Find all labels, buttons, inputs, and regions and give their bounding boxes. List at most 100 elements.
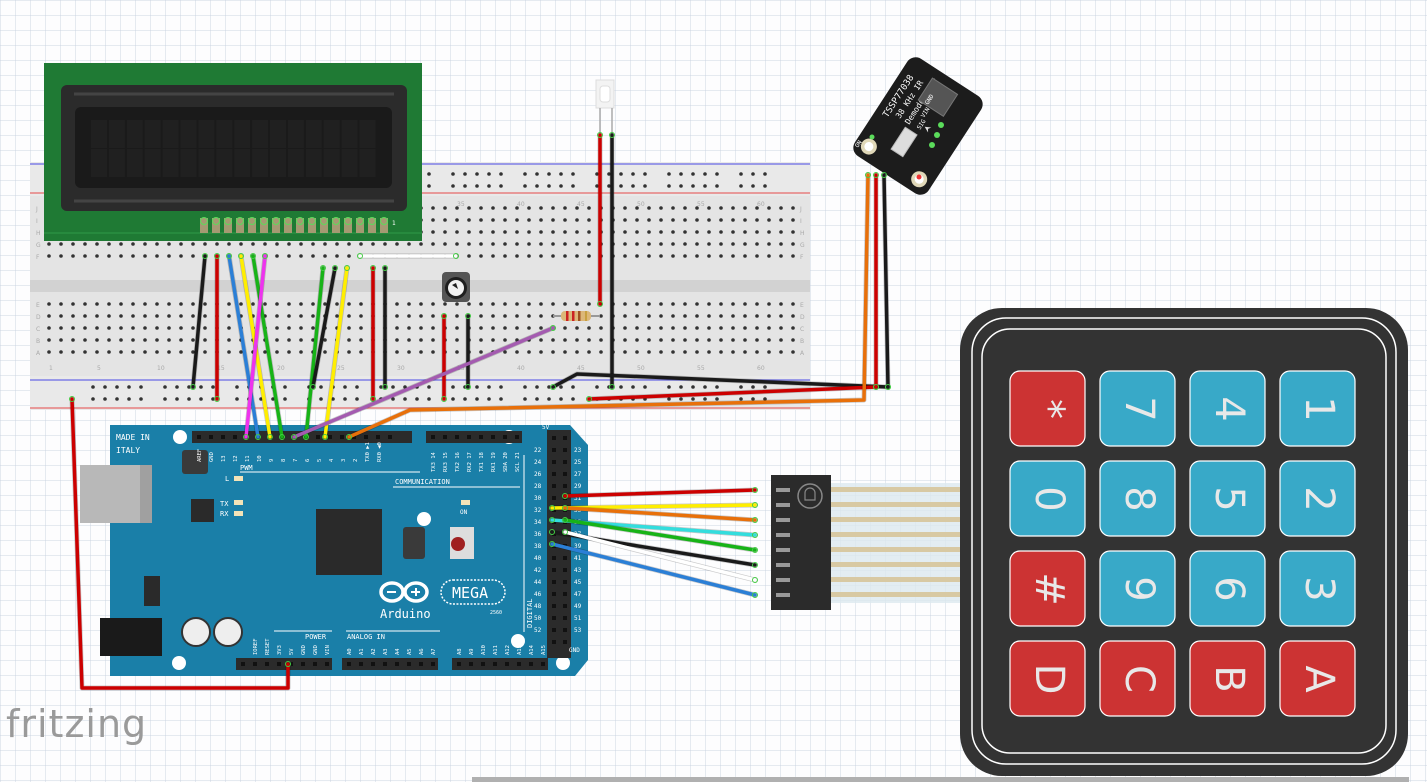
pin-label: VIN bbox=[325, 645, 331, 655]
breadboard-hole bbox=[431, 218, 435, 222]
pin-label: 28 bbox=[534, 483, 542, 490]
keypad-key-#[interactable]: # bbox=[1009, 550, 1086, 627]
breadboard-hole bbox=[743, 350, 747, 354]
wire-yellow-lcd-d7[interactable] bbox=[322, 265, 350, 440]
header-pin bbox=[467, 435, 471, 439]
breadboard-hole bbox=[539, 338, 543, 342]
keypad-key-6[interactable]: 6 bbox=[1189, 550, 1266, 627]
keypad-key-A[interactable]: A bbox=[1279, 640, 1356, 717]
wires[interactable] bbox=[69, 132, 891, 691]
wire-keypad-5[interactable] bbox=[562, 517, 758, 553]
keypad-key-1[interactable]: 1 bbox=[1279, 370, 1356, 447]
keypad-key-5[interactable]: 5 bbox=[1189, 460, 1266, 537]
breadboard-hole bbox=[491, 230, 495, 234]
wire-red-lcd-vcc[interactable] bbox=[214, 253, 220, 402]
breadboard-hole bbox=[563, 230, 567, 234]
keypad-key-7[interactable]: 7 bbox=[1099, 370, 1176, 447]
keypad-key-0[interactable]: 0 bbox=[1009, 460, 1086, 537]
wire-purple-resistor-d9[interactable] bbox=[291, 325, 556, 440]
horizontal-scrollbar[interactable] bbox=[472, 777, 1409, 782]
wire-black-backlight[interactable] bbox=[382, 265, 388, 390]
wire-red-ir-led[interactable] bbox=[597, 132, 603, 307]
wire-red-ir-vin[interactable] bbox=[873, 172, 879, 390]
breadboard-hole bbox=[103, 385, 107, 389]
pin-label: RX1 19 bbox=[491, 452, 497, 472]
column-label: 40 bbox=[517, 201, 525, 208]
breadboard-hole bbox=[311, 254, 315, 258]
pin-label: 26 bbox=[534, 471, 542, 478]
breadboard-hole bbox=[691, 184, 695, 188]
lcd-cell bbox=[216, 120, 233, 148]
wire-white-pot-wiper[interactable] bbox=[357, 253, 459, 259]
breadboard-hole bbox=[751, 172, 755, 176]
wire-black-lcd-gnd[interactable] bbox=[190, 253, 208, 390]
lcd-display[interactable]: 1 bbox=[44, 63, 422, 241]
breadboard-hole bbox=[671, 338, 675, 342]
breadboard-hole bbox=[515, 314, 519, 318]
wire-red-backlight[interactable] bbox=[370, 265, 376, 402]
keypad-key-B[interactable]: B bbox=[1189, 640, 1266, 717]
fritzing-logo: fritzing bbox=[6, 702, 148, 746]
wire-keypad-3[interactable] bbox=[562, 505, 758, 523]
breadboard-hole bbox=[131, 338, 135, 342]
breadboard-hole bbox=[179, 254, 183, 258]
wire-keypad-1[interactable] bbox=[562, 487, 758, 499]
breadboard-hole bbox=[479, 338, 483, 342]
breadboard-hole bbox=[767, 242, 771, 246]
wire-green-lcd-d8[interactable] bbox=[303, 265, 326, 440]
breadboard-hole bbox=[191, 338, 195, 342]
wire-orange-ir-sig[interactable] bbox=[346, 172, 871, 440]
breadboard-hole bbox=[683, 254, 687, 258]
keypad-key-8[interactable]: 8 bbox=[1099, 460, 1176, 537]
keypad-key-*[interactable]: * bbox=[1009, 370, 1086, 447]
wire-red-arduino-5v[interactable] bbox=[69, 396, 291, 691]
wire-keypad-7[interactable] bbox=[562, 529, 758, 583]
breadboard-hole bbox=[311, 326, 315, 330]
wire-keypad-2[interactable] bbox=[549, 502, 758, 511]
keypad-key-3[interactable]: 3 bbox=[1279, 550, 1356, 627]
breadboard-hole bbox=[683, 302, 687, 306]
resistor[interactable] bbox=[553, 311, 600, 321]
breadboard-hole bbox=[635, 338, 639, 342]
breadboard-hole bbox=[755, 218, 759, 222]
breadboard-hole bbox=[679, 397, 683, 401]
wire-red-pot[interactable] bbox=[441, 313, 447, 402]
keypad-key-D[interactable]: D bbox=[1009, 640, 1086, 717]
wire-black-ir-led[interactable] bbox=[609, 132, 615, 390]
ir-sensor-breakout[interactable]: TSSP77038 38 KHz IR Demodulator bbox=[850, 53, 987, 198]
lcd-cell bbox=[91, 120, 107, 148]
breadboard-hole bbox=[455, 350, 459, 354]
breadboard-hole bbox=[719, 302, 723, 306]
wire-keypad-8[interactable] bbox=[549, 541, 758, 598]
breadboard-hole bbox=[239, 242, 243, 246]
breadboard-hole bbox=[647, 230, 651, 234]
potentiometer[interactable] bbox=[442, 272, 470, 302]
wire-green-lcd-d10[interactable] bbox=[250, 253, 285, 440]
lcd-pin bbox=[356, 217, 364, 225]
wire-black-ir-gnd[interactable] bbox=[881, 172, 891, 390]
wire-magenta-lcd-d13[interactable] bbox=[243, 253, 268, 440]
breadboard-hole bbox=[287, 326, 291, 330]
keypad-key-C[interactable]: C bbox=[1099, 640, 1176, 717]
breadboard-hole bbox=[559, 184, 563, 188]
breadboard-hole bbox=[199, 397, 203, 401]
breadboard-hole bbox=[59, 302, 63, 306]
keypad-key-4[interactable]: 4 bbox=[1189, 370, 1266, 447]
breadboard-hole bbox=[731, 242, 735, 246]
breadboard-hole bbox=[635, 206, 639, 210]
pin-label: 30 bbox=[534, 495, 542, 502]
breadboard-hole bbox=[491, 206, 495, 210]
potentiometer-knob[interactable] bbox=[448, 280, 464, 296]
breadboard-hole bbox=[659, 302, 663, 306]
keypad-key-2[interactable]: 2 bbox=[1279, 460, 1356, 537]
breadboard-hole bbox=[47, 326, 51, 330]
wire-black-pot[interactable] bbox=[465, 313, 471, 390]
wire-blue-lcd-d12[interactable] bbox=[226, 253, 261, 440]
keypad-key-9[interactable]: 9 bbox=[1099, 550, 1176, 627]
wire-black-lcd-rw[interactable] bbox=[310, 265, 338, 390]
ir-led[interactable] bbox=[595, 79, 615, 135]
breadboard-hole bbox=[635, 350, 639, 354]
